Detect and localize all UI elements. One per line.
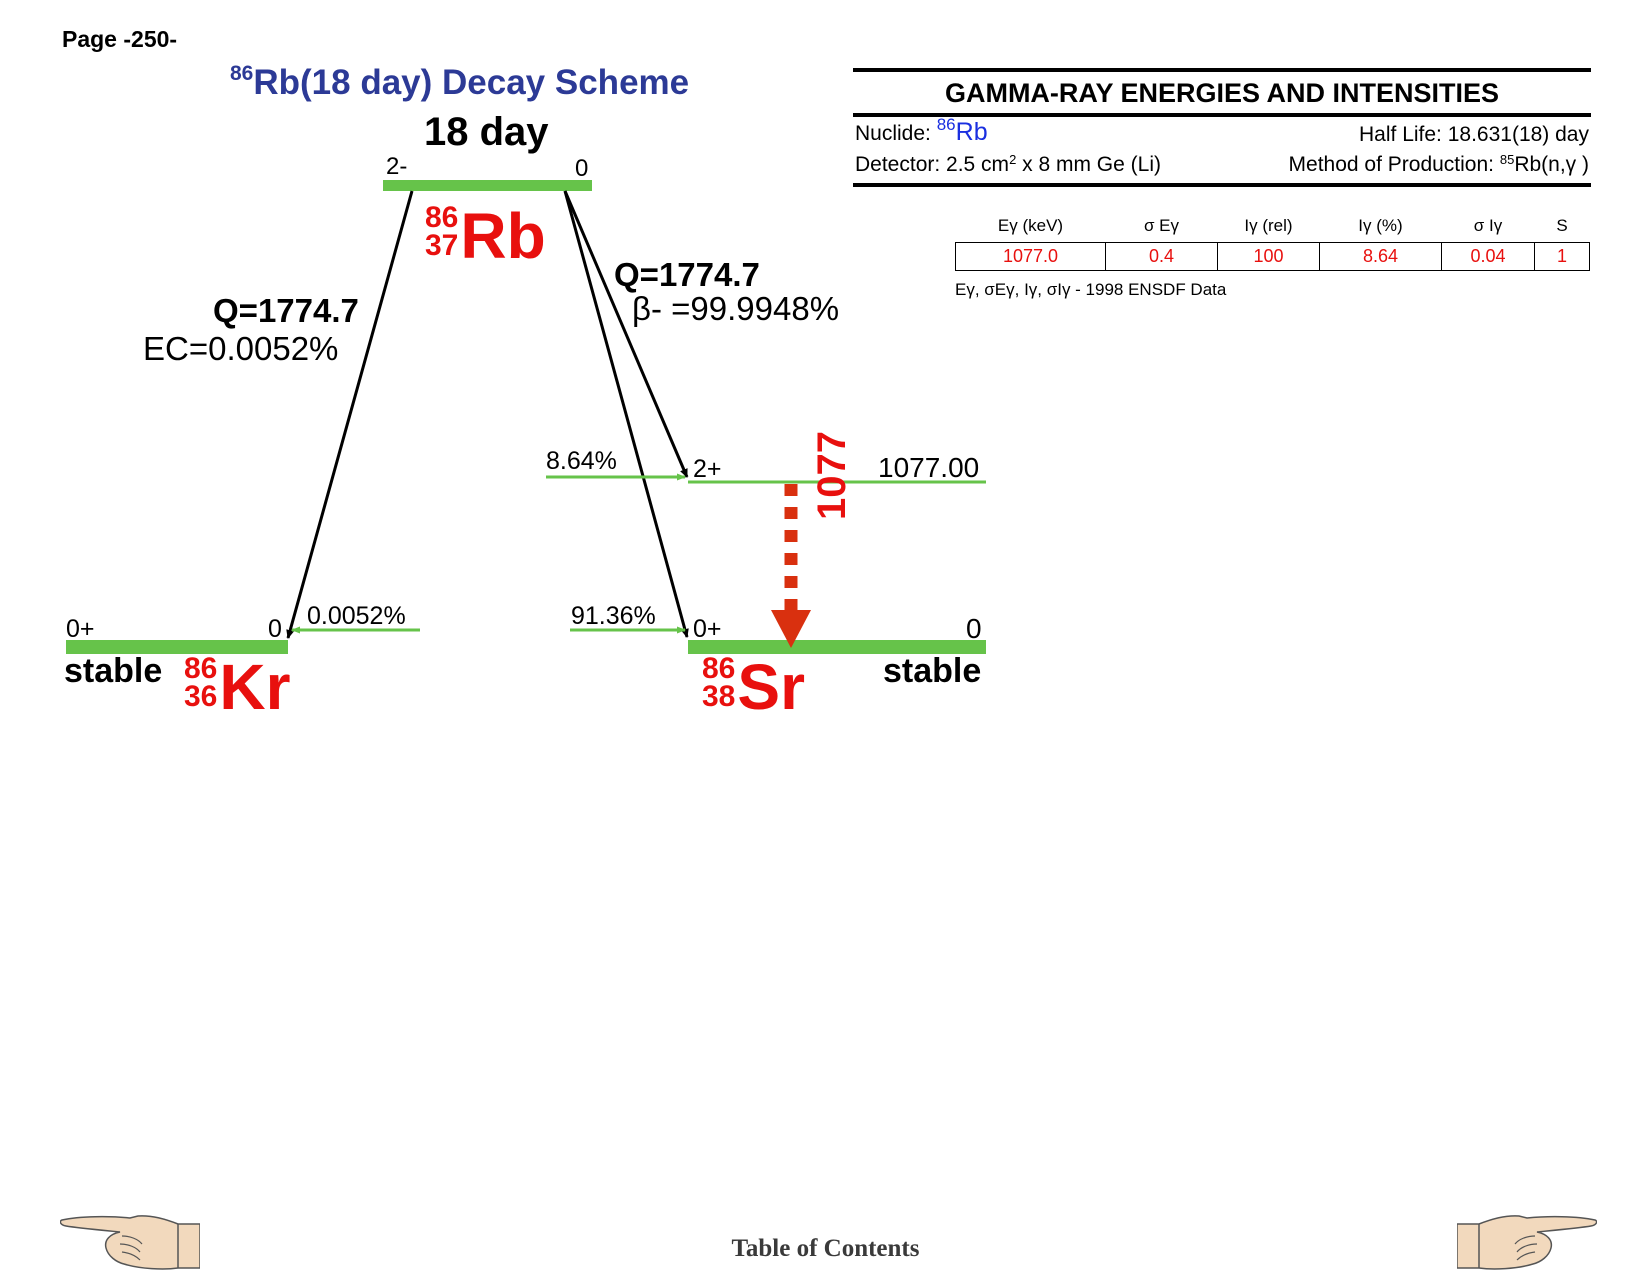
sr-excited-feed: 8.64% [546,447,617,475]
sr-ground-spin: 0+ [693,615,722,643]
sr-excited-energy: 1077.00 [878,452,980,483]
cell-s: 1 [1534,242,1590,271]
parent-halflife: 18 day [424,110,549,154]
beta-branch-ratio: β- =99.9948% [632,290,840,327]
gamma-data-table: Eγ (keV) σ Eγ Iγ (rel) Iγ (%) σ Iγ S 107… [955,210,1590,271]
kr-spin: 0+ [66,615,95,643]
col-header-intensity-error: σ Iγ [1473,216,1503,235]
panel-mid-rule [853,113,1591,117]
table-row: 1077.0 0.4 100 8.64 0.04 1 [955,242,1590,271]
half-life-info: Half Life: 18.631(18) day [1359,123,1589,146]
sr-excited-spin: 2+ [693,455,722,483]
sr-ground-feed: 91.36% [571,602,656,630]
kr-energy: 0 [268,615,282,643]
ec-branch-ratio: EC=0.0052% [143,330,339,367]
sr-symbol: Sr [737,651,805,723]
page-label: Page -250- [62,26,178,52]
pointing-hand-left-icon[interactable] [60,1212,200,1270]
parent-energy: 0 [575,155,589,182]
scheme-title: 86Rb(18 day) Decay Scheme [230,62,689,103]
table-of-contents-link[interactable]: Table of Contents [731,1235,920,1262]
parent-spin: 2- [386,153,408,180]
panel-top-rule [853,68,1591,72]
kr-ground-level-bar [66,640,288,654]
col-header-energy-error: σ Eγ [1143,216,1180,235]
title-mass: 86 [230,62,254,85]
cell-intensity-error: 0.04 [1441,242,1535,271]
gamma-transition-head [771,610,811,648]
panel-bottom-rule [853,183,1591,187]
kr-stability: stable [64,652,163,690]
sr-stability: stable [883,652,982,690]
parent-z: 37 [425,229,459,262]
kr-feed: 0.0052% [307,602,406,630]
cell-energy-error: 0.4 [1105,242,1218,271]
data-source-note: Eγ, σEγ, Iγ, σIγ - 1998 ENSDF Data [955,280,1227,299]
col-header-intensity-pct: Iγ (%) [1358,216,1403,235]
kr-symbol: Kr [219,651,291,723]
nuclide-info: Nuclide: 86Rb [855,115,988,146]
col-header-energy: Eγ (keV) [997,216,1064,235]
beta-decay-arrow-ground [563,190,689,638]
table-header-row: Eγ (keV) σ Eγ Iγ (rel) Iγ (%) σ Iγ S [956,210,1590,243]
decay-scheme-diagram [66,180,986,654]
kr-z: 36 [184,680,218,713]
col-header-intensity-rel: Iγ (rel) [1244,216,1293,235]
sr-mass: 86 [702,652,736,685]
cell-energy: 1077.0 [955,242,1106,271]
parent-level-bar [383,180,592,191]
cell-intensity-rel: 100 [1217,242,1320,271]
detector-info: Detector: 2.5 cm2 x 8 mm Ge (Li) [855,152,1161,176]
ec-q-value: Q=1774.7 [213,292,359,329]
cell-intensity-pct: 8.64 [1319,242,1442,271]
kr-mass: 86 [184,652,218,685]
title-text: Rb(18 day) Decay Scheme [253,63,690,102]
production-method-info: Method of Production: 85Rb(n,γ ) [1288,152,1589,176]
sr-ground-energy: 0 [966,613,982,644]
beta-decay-arrow-excited [563,190,689,478]
sr-z: 38 [702,680,736,713]
panel-title: GAMMA-RAY ENERGIES AND INTENSITIES [944,78,1500,108]
col-header-s: S [1556,216,1568,235]
parent-mass: 86 [425,201,459,234]
parent-symbol: Rb [460,200,546,272]
gamma-energy-label: 1077 [810,431,854,520]
ec-decay-arrow [286,190,414,639]
gamma-ray-panel: GAMMA-RAY ENERGIES AND INTENSITIES Nucli… [853,68,1591,187]
pointing-hand-right-icon[interactable] [1457,1212,1597,1270]
beta-q-value: Q=1774.7 [614,256,760,293]
sr-ground-level-bar [688,640,986,654]
